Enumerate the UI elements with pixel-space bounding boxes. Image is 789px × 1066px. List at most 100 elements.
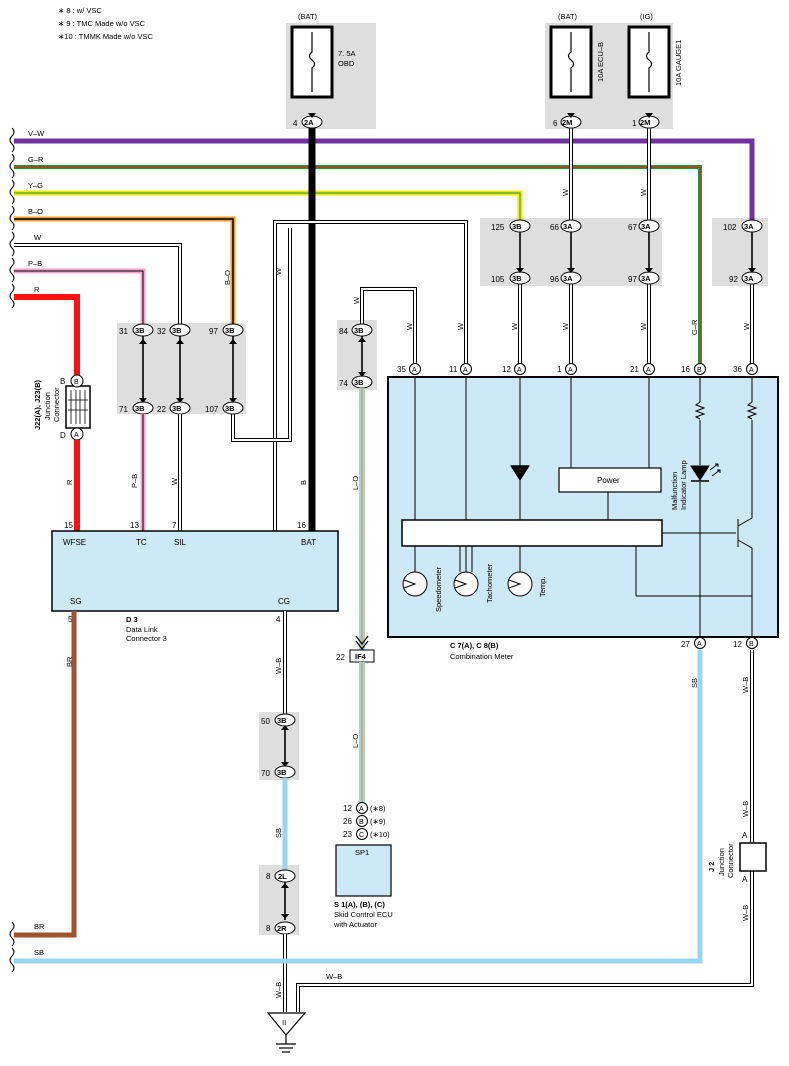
- wire-wb-ground-label: W–B: [274, 982, 283, 998]
- wire-r-label: R: [34, 285, 40, 294]
- wire-w-lbl-d: W: [742, 322, 751, 330]
- svg-text:67: 67: [628, 223, 637, 232]
- j2-connector: [739, 842, 767, 872]
- jb-2l-top-label: 2L: [278, 872, 287, 881]
- fuse-obd-conn-label: 2A: [304, 118, 314, 127]
- svg-text:3A: 3A: [563, 274, 573, 283]
- jb-wb-bottom-label: 3B: [277, 768, 287, 777]
- wire-w-11-in: [274, 221, 467, 534]
- wire-vw-label: V–W: [28, 129, 45, 138]
- wire-sb-2l-label: SB: [274, 828, 283, 838]
- fuse-obd-name: OBD: [338, 59, 355, 68]
- wire-gr-vlabel: G–R: [690, 319, 699, 335]
- svg-text:125: 125: [491, 223, 505, 232]
- fuse-gauge-label: 10A GAUGE1: [674, 40, 683, 86]
- jb-mid-bottom-pin: 74: [339, 379, 348, 388]
- wire-lo-label: L–O: [351, 476, 360, 490]
- svg-text:71: 71: [119, 405, 128, 414]
- svg-text:A: A: [517, 367, 522, 374]
- wire-b-label: B: [299, 480, 308, 485]
- j2-pin-a1: A: [742, 831, 748, 840]
- dlc3-bat: BAT: [301, 538, 316, 547]
- wire-gr-label: G–R: [28, 155, 44, 164]
- svg-text:26: 26: [343, 817, 352, 826]
- wire-w-lbl-b: W: [561, 322, 570, 330]
- junction-pin-d: D: [60, 431, 66, 440]
- j2-sub1: Junction: [717, 848, 726, 876]
- jb-left-links: [142, 336, 234, 404]
- meter-driver-ic: [401, 519, 663, 547]
- svg-text:A: A: [568, 367, 573, 374]
- if4-arrow: [355, 635, 369, 650]
- jb-left-connectors: 31 3B 32 3B 97 3B 71 3B 22 3B 107 3B: [119, 323, 244, 415]
- wire-bo-label: B–O: [28, 207, 43, 216]
- ecu-id: S 1(A), (B), (C): [334, 900, 385, 909]
- fuse-obd-source: (BAT): [298, 12, 318, 21]
- wire-wb-meter-label2: W–B: [741, 801, 750, 817]
- j2-sub2: Connector: [726, 843, 735, 878]
- if4-pin: 22: [336, 653, 345, 662]
- fuse-obd-element: [308, 32, 316, 92]
- wire-br-label2: BR: [34, 922, 45, 931]
- svg-text:23: 23: [343, 830, 352, 839]
- svg-text:3B: 3B: [512, 274, 522, 283]
- junction-pin-b: B: [60, 377, 65, 386]
- svg-text:3B: 3B: [225, 326, 235, 335]
- dlc3-name2: Connector 3: [126, 634, 167, 643]
- svg-text:21: 21: [630, 365, 639, 374]
- note-2: ∗ 9 : TMC Made w/o VSC: [58, 19, 146, 28]
- note-1: ∗ 8 : w/ VSC: [58, 6, 102, 15]
- fuse-ecub-element: [567, 32, 575, 92]
- meter-power-label: Power: [597, 476, 620, 485]
- wire-wb-cg-label: W–B: [274, 658, 283, 674]
- svg-text:22: 22: [157, 405, 166, 414]
- junction-pin-b-letter: B: [74, 379, 79, 386]
- svg-text:31: 31: [119, 327, 128, 336]
- dlc3-sg: SG: [70, 597, 82, 606]
- wire-w-lbl-long: W: [274, 267, 283, 275]
- wire-pb-label: P–B: [28, 259, 42, 268]
- jb-arrows: [139, 113, 756, 919]
- meter-mil-led: [690, 465, 710, 481]
- ground-label: II: [282, 1018, 286, 1027]
- svg-text:107: 107: [205, 405, 219, 414]
- fuse-obd-rating: 7. 5A: [338, 49, 356, 58]
- svg-text:27: 27: [681, 640, 690, 649]
- fuse-ecub-label: 10A ECU–B: [596, 42, 605, 82]
- j2-id: J 2: [707, 862, 716, 872]
- junction-title: J22(A), J23(B): [33, 379, 42, 430]
- wire-pb-stripe: [14, 270, 144, 330]
- wire-w-ecub-label: W: [561, 188, 570, 196]
- dlc3-wfse: WFSE: [63, 538, 86, 547]
- svg-text:16: 16: [681, 365, 690, 374]
- wire-wb-j2-out-in: [297, 871, 753, 1012]
- jb-wb-bottom-pin: 70: [261, 769, 270, 778]
- fuse-gauge-pin: 1: [632, 119, 637, 128]
- svg-text:3B: 3B: [512, 222, 522, 231]
- svg-text:B: B: [697, 367, 702, 374]
- svg-text:A: A: [463, 367, 468, 374]
- svg-text:3B: 3B: [172, 326, 182, 335]
- dlc3-cg: CG: [278, 597, 290, 606]
- wire-br-label: BR: [65, 656, 74, 667]
- svg-text:A: A: [749, 367, 754, 374]
- svg-text:B: B: [749, 641, 754, 648]
- meter-internal: [414, 377, 758, 640]
- dlc3-name1: Data Link: [126, 625, 158, 634]
- temp-label: Temp.: [538, 577, 547, 597]
- wire-bo: [14, 216, 236, 330]
- fuse-ecub-conn-label: 2M: [562, 118, 572, 127]
- ground-triangle: [266, 1012, 307, 1036]
- meter-mil-label1: Malfunction: [670, 472, 679, 510]
- wire-wb-bottom-label: W–B: [326, 972, 342, 981]
- wire-bo-vlabel: B–O: [223, 270, 232, 285]
- wire-bo-stripe: [14, 218, 234, 330]
- wire-w-gauge-label: W: [639, 188, 648, 196]
- ecu-pins: 12 A (∗8) 26 B (∗9) 23 C (∗10): [343, 802, 390, 840]
- meter-mil-rays: [709, 463, 721, 477]
- svg-text:102: 102: [723, 223, 737, 232]
- wire-w-lbl-11: W: [456, 322, 465, 330]
- svg-text:105: 105: [491, 275, 505, 284]
- dlc3-tc: TC: [136, 538, 147, 547]
- svg-text:A: A: [412, 367, 417, 374]
